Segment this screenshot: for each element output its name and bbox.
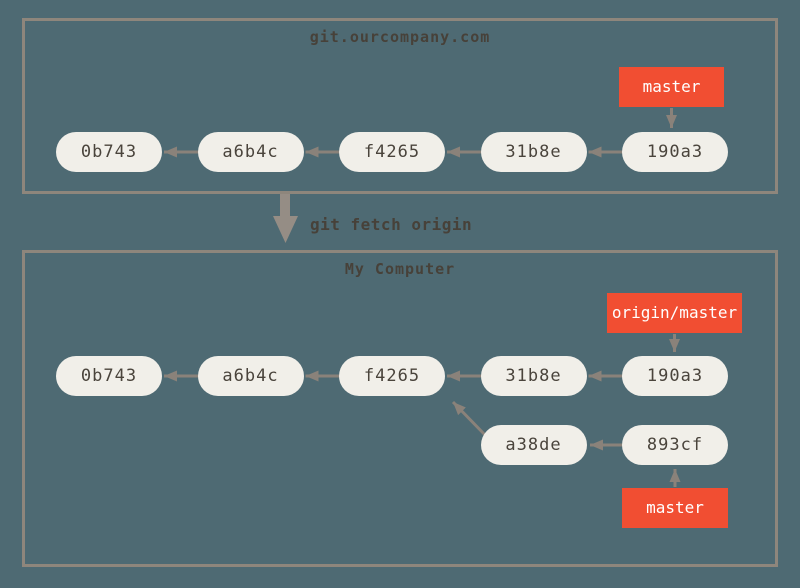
commit-a6b4c: a6b4c: [197, 356, 304, 396]
local-repo-box: My Computer origin/master 0b743 a6b4c f4…: [22, 250, 778, 567]
local-title: My Computer: [344, 260, 456, 278]
fetch-command-label: git fetch origin: [310, 215, 473, 234]
commit-a38de: a38de: [480, 425, 587, 465]
local-master-branch-label: master: [622, 488, 728, 528]
commit-31b8e: 31b8e: [480, 132, 587, 172]
commit-0b743: 0b743: [56, 356, 162, 396]
commit-f4265: f4265: [339, 132, 445, 172]
server-repo-box: git.ourcompany.com master 0b743 a6b4c f4…: [22, 18, 778, 194]
commit-f4265: f4265: [339, 356, 445, 396]
commit-190a3: 190a3: [622, 132, 728, 172]
commit-190a3: 190a3: [622, 356, 728, 396]
commit-893cf: 893cf: [622, 425, 728, 465]
origin-master-branch-label: origin/master: [607, 293, 742, 333]
commit-31b8e: 31b8e: [480, 356, 587, 396]
server-master-branch-label: master: [619, 67, 724, 107]
fetch-arrow: [273, 194, 298, 243]
server-title: git.ourcompany.com: [309, 28, 491, 46]
commit-0b743: 0b743: [56, 132, 162, 172]
commit-a6b4c: a6b4c: [197, 132, 304, 172]
